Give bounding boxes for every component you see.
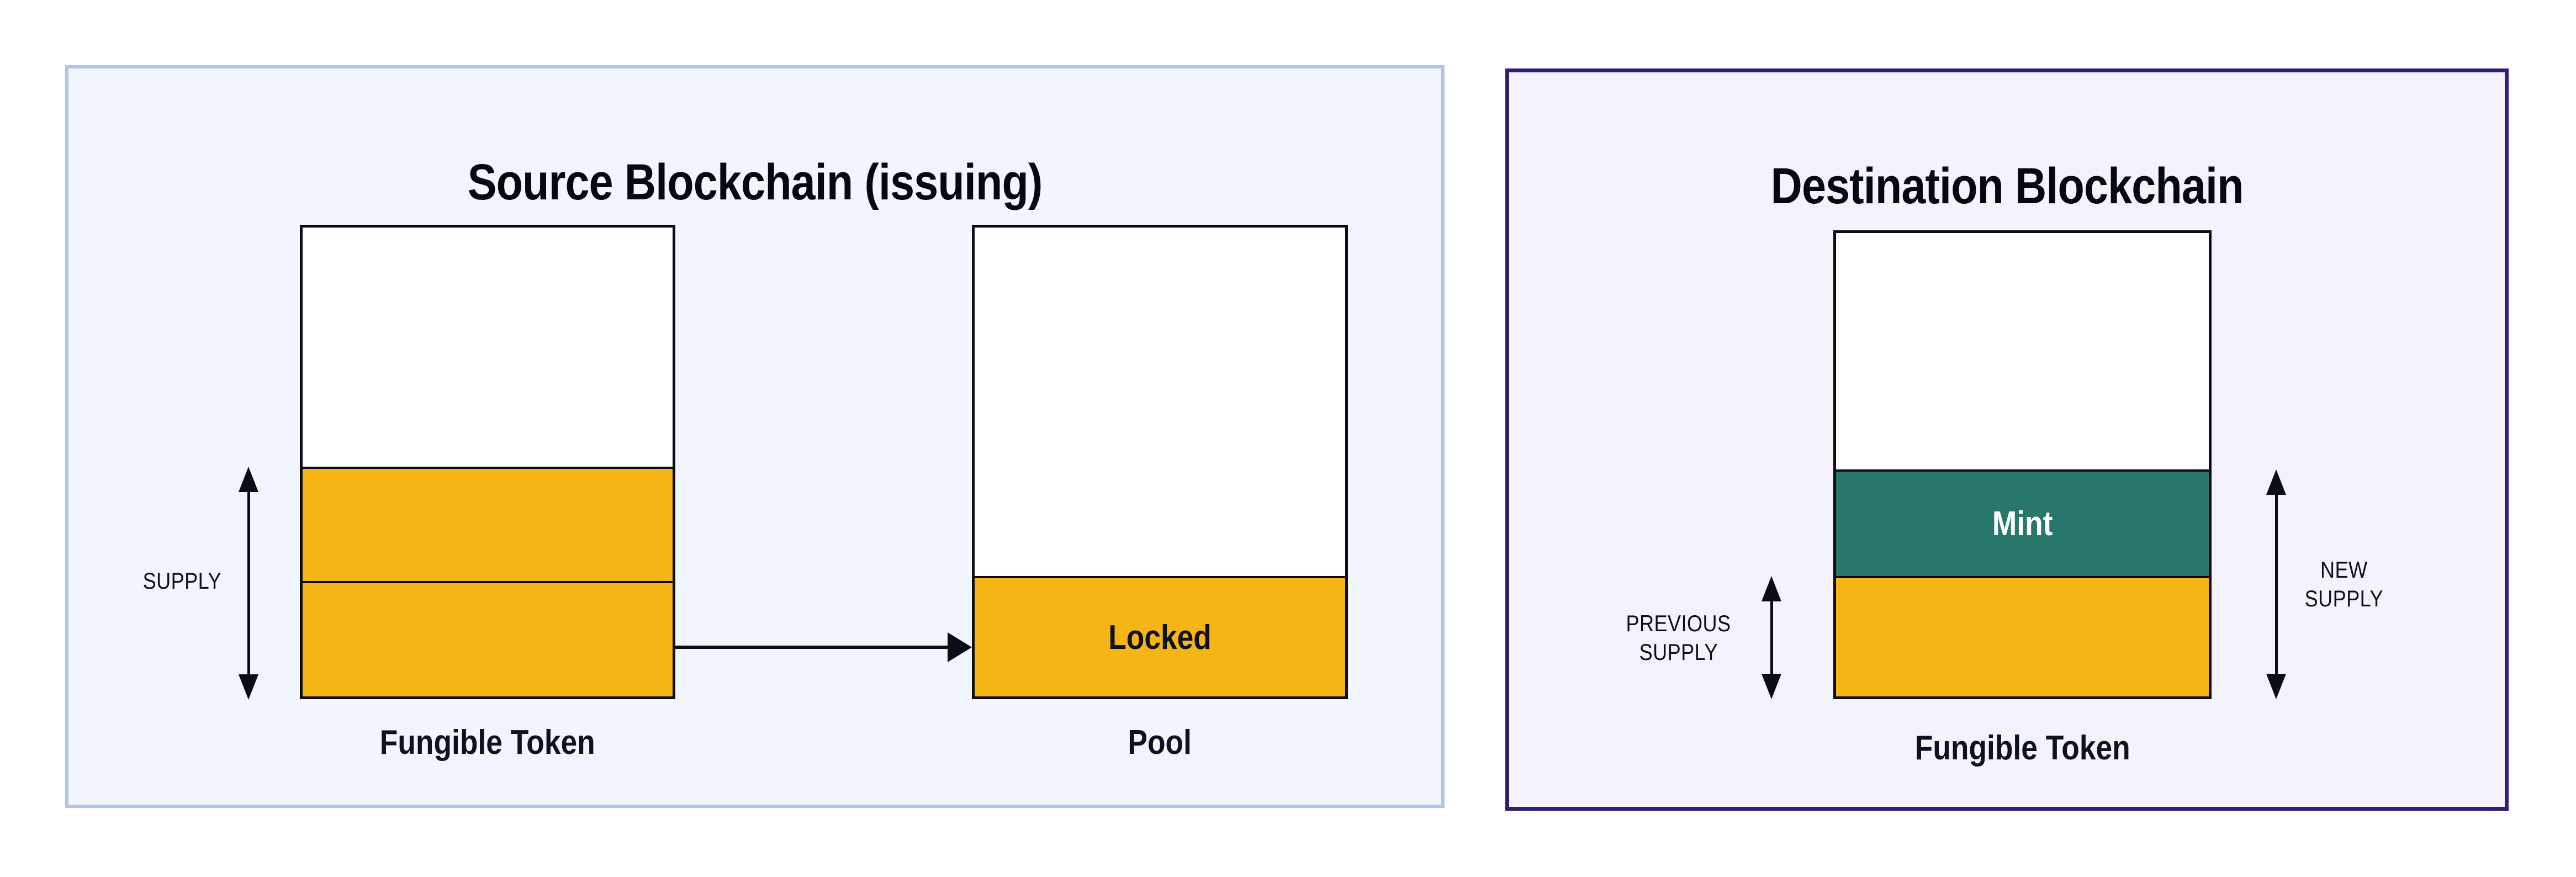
arrow-shaft [2275, 490, 2278, 678]
arrow-shaft [675, 646, 950, 649]
unissued-supply-segment [303, 228, 673, 467]
arrow-head-down [2266, 674, 2286, 699]
pool-empty-segment [975, 228, 1345, 576]
locked-segment: Locked [975, 576, 1345, 696]
pool-box: Locked [972, 225, 1348, 699]
source-token-caption: Fungible Token [379, 723, 596, 762]
arrow-shaft [247, 488, 250, 679]
destination-panel-title: Destination Blockchain [1509, 159, 2505, 214]
locked-label: Locked [1108, 618, 1212, 657]
unissued-supply-segment [1836, 233, 2209, 469]
transfer-arrow-icon [675, 632, 972, 663]
supply-range-arrow-icon [239, 467, 258, 700]
destination-fungible-token-box: Mint [1833, 230, 2212, 699]
arrow-head-right [948, 632, 972, 662]
destination-blockchain-panel: Destination Blockchain PREVIOUS SUPPLY M… [1505, 68, 2509, 811]
source-panel-title: Source Blockchain (issuing) [68, 155, 1441, 210]
source-blockchain-panel: Source Blockchain (issuing) SUPPLY L [65, 65, 1445, 808]
supply-segment-upper [303, 467, 673, 581]
previous-supply-segment [1836, 576, 2209, 696]
previous-supply-range-arrow-icon [1762, 576, 1781, 699]
new-supply-label: NEW SUPPLY [2304, 557, 2384, 611]
pool-caption: Pool [1128, 723, 1192, 762]
supply-segment-lower [303, 581, 673, 696]
mint-segment: Mint [1836, 469, 2209, 576]
destination-panel-title-text: Destination Blockchain [1770, 158, 2244, 215]
supply-label: SUPPLY [142, 568, 222, 594]
previous-supply-label: PREVIOUS SUPPLY [1626, 610, 1732, 665]
arrow-head-down [239, 674, 258, 700]
new-supply-range-arrow-icon [2266, 469, 2286, 699]
arrow-head-down [1762, 674, 1781, 699]
mint-label: Mint [1992, 505, 2053, 543]
source-panel-title-text: Source Blockchain (issuing) [467, 154, 1043, 211]
destination-token-caption: Fungible Token [1914, 729, 2130, 767]
arrow-shaft [1770, 597, 1773, 678]
source-fungible-token-box [300, 225, 675, 699]
